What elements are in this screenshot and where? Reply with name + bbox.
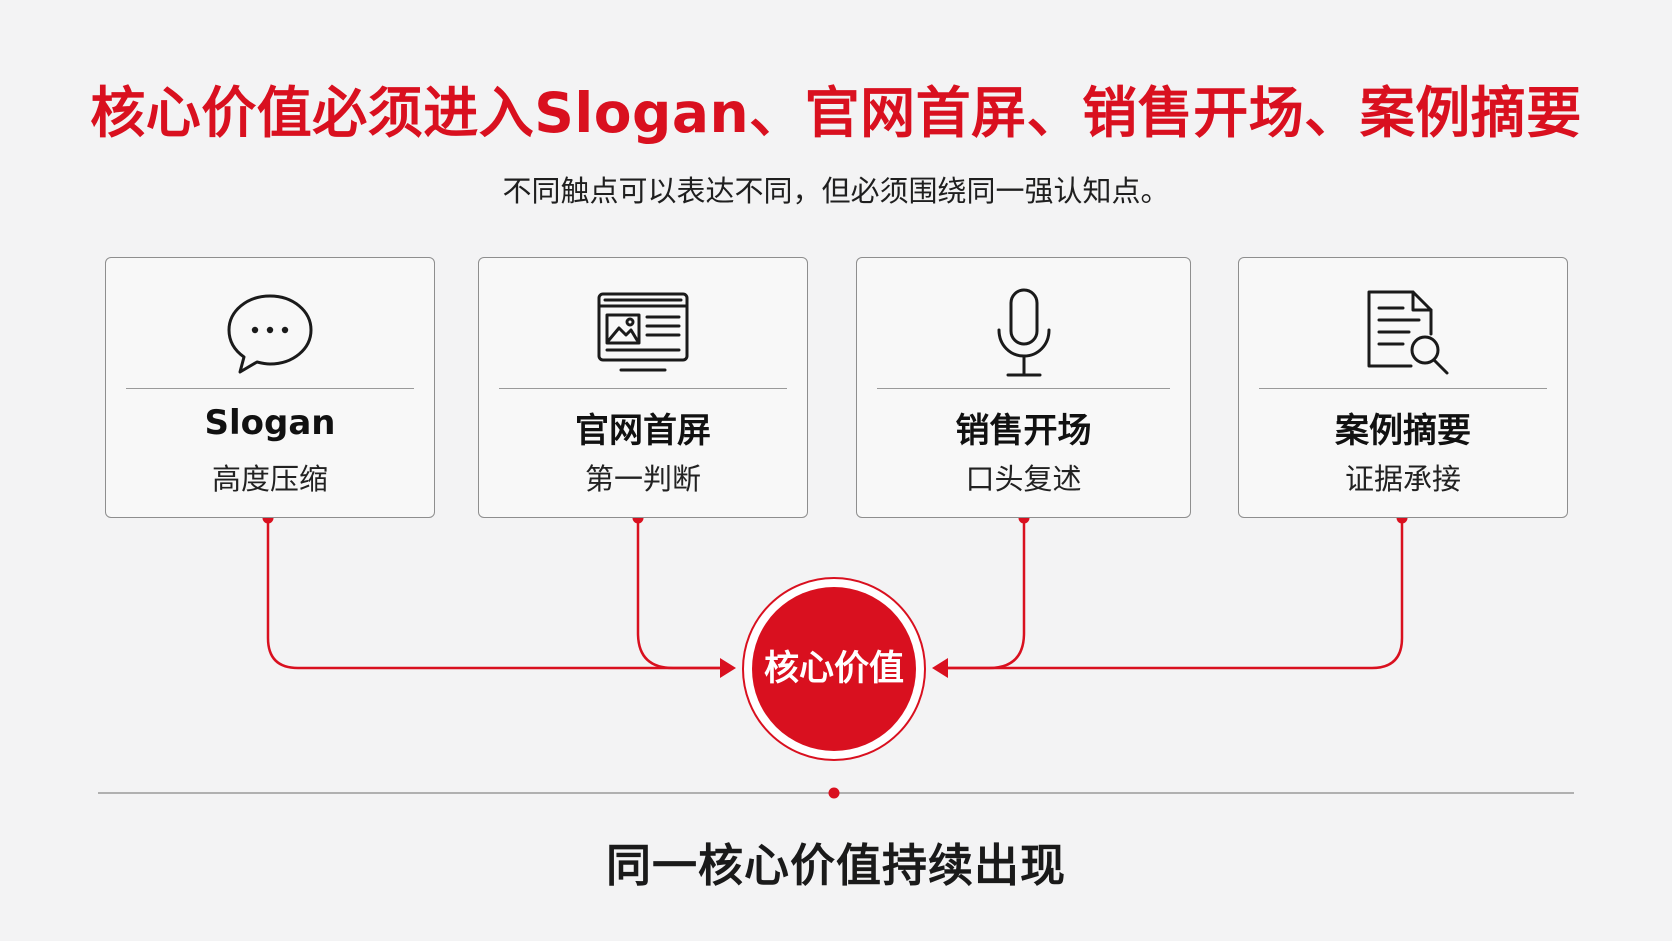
connector-homepage xyxy=(636,518,722,670)
core-value-fill: 核心价值 xyxy=(752,587,916,751)
card-subtitle: 第一判断 xyxy=(584,462,701,496)
document-search-icon xyxy=(1351,282,1455,386)
card-subtitle: 口头复述 xyxy=(965,462,1082,496)
card-divider xyxy=(877,388,1170,389)
connector-sales xyxy=(946,518,1026,670)
separator-dot xyxy=(828,787,840,799)
card-case-summary: 案例摘要 证据承接 xyxy=(1238,257,1568,518)
core-value-node: 核心价值 xyxy=(742,577,926,761)
arrow-left-head xyxy=(720,658,736,678)
card-title: Slogan xyxy=(204,403,336,443)
card-slogan: Slogan 高度压缩 xyxy=(105,257,435,518)
card-title: 案例摘要 xyxy=(1335,411,1471,451)
card-sales: 销售开场 口头复述 xyxy=(856,257,1191,518)
card-homepage: 官网首屏 第一判断 xyxy=(478,257,808,518)
card-title: 销售开场 xyxy=(955,411,1092,451)
card-subtitle: 证据承接 xyxy=(1344,462,1461,496)
card-title: 官网首屏 xyxy=(575,411,711,451)
footer-statement: 同一核心价值持续出现 xyxy=(605,839,1066,892)
website-screen-icon xyxy=(591,282,695,386)
card-divider xyxy=(499,388,787,389)
headline: 核心价值必须进入Slogan、官网首屏、销售开场、案例摘要 xyxy=(90,81,1582,145)
connector-slogan xyxy=(266,518,722,670)
card-subtitle: 高度压缩 xyxy=(211,462,328,496)
core-value-label: 核心价值 xyxy=(763,649,904,689)
card-divider xyxy=(1259,388,1547,389)
arrow-right-head xyxy=(932,658,948,678)
card-divider xyxy=(126,388,414,389)
microphone-icon xyxy=(972,282,1076,386)
connector-case xyxy=(946,518,1404,670)
subheadline: 不同触点可以表达不同，但必须围绕同一强认知点。 xyxy=(502,174,1170,208)
speech-bubble-icon xyxy=(218,282,322,386)
